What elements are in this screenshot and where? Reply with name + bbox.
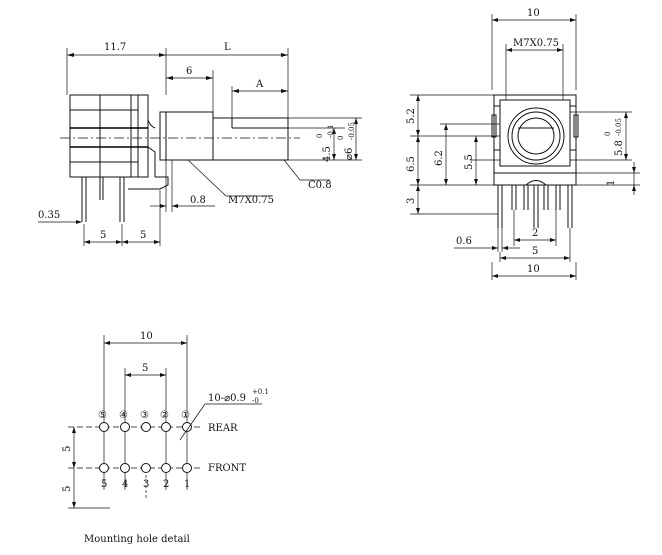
dim-pin-pitch-a: 5 xyxy=(100,230,106,241)
mounting-title: Mounting hole detail xyxy=(84,534,190,545)
dim-flat-dia-tol-up: 0 xyxy=(316,134,324,138)
mounting-hole-detail: 10 5 5 5 ⑤ ④ ③ ② xyxy=(62,331,269,545)
dim-5-5: 5.5 xyxy=(464,154,475,170)
dim-shaft-length: L xyxy=(224,42,231,53)
thread-spec: M7X0.75 xyxy=(228,195,274,206)
shaft-circle xyxy=(517,117,555,155)
front-hole-3 xyxy=(141,463,151,473)
front-number-1: 1 xyxy=(184,479,190,490)
mount-dim-10: 10 xyxy=(140,331,153,342)
dim-3: 3 xyxy=(406,198,417,204)
front-hole-2 xyxy=(161,463,171,473)
dim-body-length: 11.7 xyxy=(104,42,126,53)
front-hole-1 xyxy=(182,463,192,473)
front-view: 10 M7X0.75 xyxy=(406,8,640,280)
chamfer-spec: C0.8 xyxy=(308,180,332,191)
dim-shaft-dia: ⌀6 xyxy=(344,148,355,160)
dim-6-5: 6.5 xyxy=(406,156,417,172)
front-hole-4 xyxy=(120,463,130,473)
front-thread-spec: M7X0.75 xyxy=(513,38,559,49)
dim-1: 1 xyxy=(606,180,617,186)
front-label: FRONT xyxy=(208,463,246,474)
dim-5-2: 5.2 xyxy=(406,108,417,124)
rear-hole-3 xyxy=(141,422,151,432)
front-number-3: 3 xyxy=(143,479,149,490)
dim-gap: 0.8 xyxy=(190,195,206,206)
dim-flat-length: A xyxy=(255,79,264,90)
mount-dim-5: 5 xyxy=(142,363,148,374)
dim-0-6: 0.6 xyxy=(456,236,472,247)
front-number-2: 2 xyxy=(163,479,169,490)
dim-flat-dia: 4.5 xyxy=(322,146,333,162)
dim-2: 2 xyxy=(532,228,538,239)
pot-body xyxy=(69,94,149,178)
rear-number-2: ② xyxy=(160,410,169,421)
rear-hole-5 xyxy=(99,422,109,432)
front-body xyxy=(493,94,577,174)
thread-circle xyxy=(507,107,565,165)
bushing xyxy=(159,111,214,161)
dim-5: 5 xyxy=(532,246,538,257)
front-hole-5 xyxy=(99,463,109,473)
dim-pin-thickness: 0.35 xyxy=(38,210,60,221)
dim-6-2: 6.2 xyxy=(434,150,445,166)
dim-5-8-tol-dn: -0.05 xyxy=(615,118,623,136)
rear-label: REAR xyxy=(208,423,238,434)
dim-5-8: 5.8 xyxy=(614,140,625,156)
rear-number-5: ⑤ xyxy=(98,410,107,421)
holes-tol-dn: -0 xyxy=(252,397,259,405)
holes-tol-up: +0.1 xyxy=(252,388,269,396)
rear-number-4: ④ xyxy=(119,410,128,421)
dim-flat-dia-tol-dn: -0.1 xyxy=(327,125,335,139)
dim-shaft-dia-tol-dn: -0.05 xyxy=(348,122,356,140)
mount-dim-v-rear: 5 xyxy=(62,446,73,452)
front-number-5: 5 xyxy=(101,479,107,490)
rear-hole-4 xyxy=(120,422,130,432)
dim-shaft-dia-tol-up: 0 xyxy=(337,136,345,140)
side-view: 11.7 L 6 A xyxy=(38,42,362,246)
shaft xyxy=(212,117,289,161)
dim-pin-pitch-b: 5 xyxy=(140,230,146,241)
holes-spec: 10-⌀0.9 xyxy=(208,393,246,404)
rear-hole-2 xyxy=(161,422,171,432)
rear-number-1: ① xyxy=(181,410,190,421)
dim-5-8-tol-up: 0 xyxy=(604,132,612,136)
rear-hole-1 xyxy=(182,422,192,432)
dim-bushing-length: 6 xyxy=(186,66,192,77)
mount-dim-v-front: 5 xyxy=(62,486,73,492)
dim-bottom-width: 10 xyxy=(527,264,540,275)
dim-top-width: 10 xyxy=(527,8,540,19)
front-number-4: 4 xyxy=(122,479,128,490)
rear-number-3: ③ xyxy=(140,410,149,421)
